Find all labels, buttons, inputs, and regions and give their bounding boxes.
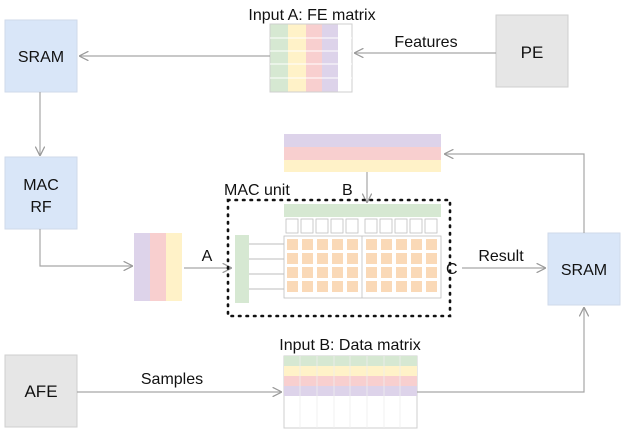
b-label: B	[342, 182, 353, 199]
fe-col-red	[306, 24, 322, 92]
vector-a	[134, 233, 182, 301]
dm-row-green	[284, 356, 417, 366]
fe-col-green	[270, 24, 288, 92]
mac-cells	[287, 239, 437, 292]
afe-label: AFE	[24, 382, 57, 401]
mac-b-bar	[284, 204, 441, 217]
c-label: C	[446, 261, 458, 278]
data-matrix	[283, 355, 418, 429]
a-label: A	[202, 248, 213, 265]
fe-matrix	[269, 23, 353, 93]
sram-right: SRAM	[547, 232, 621, 306]
macrf-to-vector-arrow	[39, 229, 132, 266]
input-b-title: Input B: Data matrix	[279, 337, 420, 354]
afe-block: AFE	[4, 354, 78, 428]
mac-unit-box	[226, 198, 452, 318]
samples-label: Samples	[141, 371, 203, 388]
mac-a-bar	[235, 235, 249, 303]
mac-array	[235, 204, 442, 303]
pe-label: PE	[521, 43, 544, 62]
dm-row-red	[284, 376, 417, 386]
mac-header-cells	[285, 218, 438, 234]
mac-rf-label-2: RF	[30, 199, 52, 216]
input-a-title: Input A: FE matrix	[248, 7, 375, 24]
result-label: Result	[478, 248, 524, 265]
sram-left-label: SRAM	[18, 49, 64, 66]
feedback-arrow	[445, 154, 585, 233]
mac-rf-label-1: MAC	[23, 177, 59, 194]
pe-block: PE	[495, 14, 569, 88]
dm-row-purple	[284, 386, 417, 396]
fe-col-yellow	[288, 24, 306, 92]
sram-left: SRAM	[4, 19, 78, 93]
mac-unit-label: MAC unit	[224, 182, 290, 199]
fe-col-purple	[322, 24, 338, 92]
dm-row-yellow	[284, 366, 417, 376]
features-label: Features	[394, 34, 457, 51]
mac-row-lines	[249, 243, 284, 290]
datamatrix-to-sram-arrow	[417, 308, 584, 393]
sram-right-label: SRAM	[561, 262, 607, 279]
mac-rf-block: MAC RF	[4, 156, 78, 230]
b-stack	[284, 134, 441, 172]
